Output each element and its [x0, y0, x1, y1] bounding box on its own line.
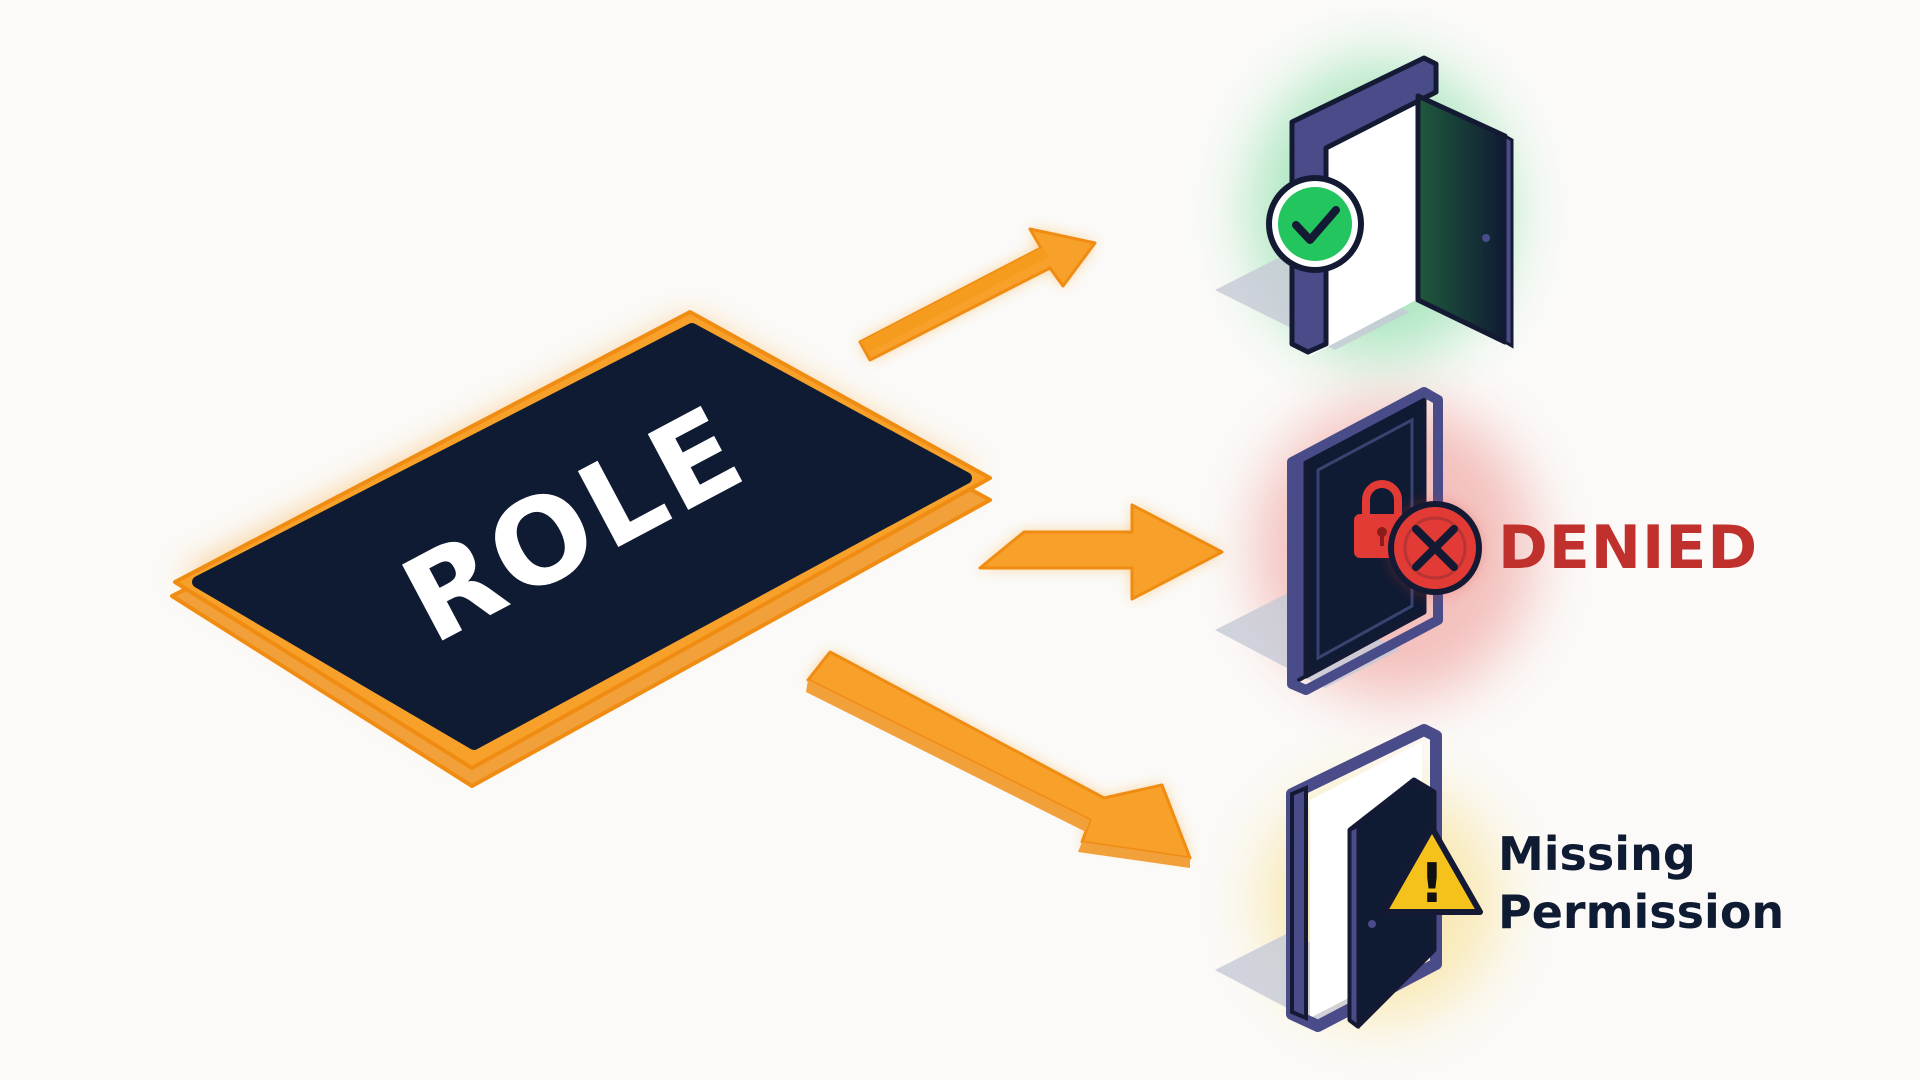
missing-permission-label: Missing Permission: [1498, 827, 1784, 939]
denied-label: DENIED: [1498, 513, 1758, 583]
door-frame: [1287, 387, 1443, 695]
door-opening: [1310, 76, 1420, 356]
warning-icon: !: [1381, 825, 1483, 915]
role-card-face: [192, 323, 972, 750]
door-frame: [1289, 55, 1439, 355]
missing-label-line-1: Missing: [1498, 827, 1696, 881]
door-missing-permission: ! Missing Permission: [1215, 724, 1784, 1032]
door-knob: [1482, 234, 1490, 242]
check-icon: [1266, 175, 1364, 273]
arrow-to-missing: [806, 650, 1192, 868]
door-knob: [1368, 920, 1376, 928]
arrow-to-granted: [858, 227, 1097, 362]
door-denied: DENIED: [1215, 387, 1758, 700]
role-card: ROLE: [170, 310, 992, 788]
door-granted: [1215, 55, 1514, 360]
door-open-leaf: [1415, 93, 1508, 345]
warning-icon-glyph: !: [1420, 852, 1445, 915]
arrow-to-denied: [978, 503, 1224, 601]
missing-label-line-2: Permission: [1498, 885, 1784, 939]
x-icon: [1388, 501, 1482, 595]
